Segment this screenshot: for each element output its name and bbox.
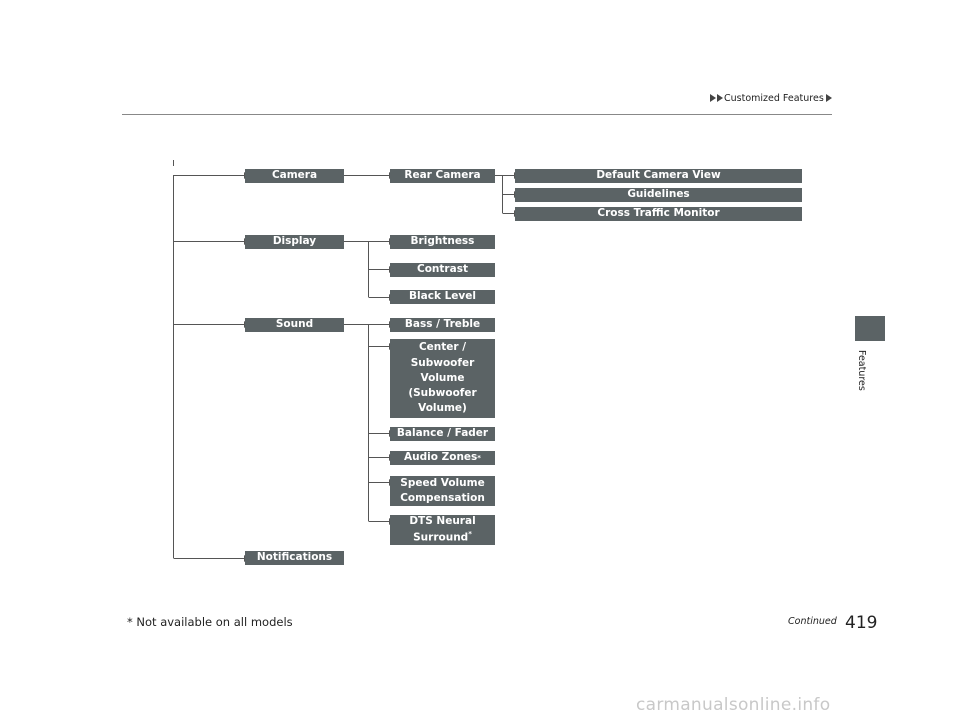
triangle-icon bbox=[710, 94, 716, 102]
footnote-marker: * bbox=[468, 530, 472, 539]
menu-bass-treble[interactable]: Bass / Treble bbox=[390, 318, 495, 332]
triangle-icon bbox=[825, 94, 832, 102]
menu-speed-volume-compensation[interactable]: Speed Volume Compensation bbox=[390, 476, 495, 506]
menu-contrast[interactable]: Contrast bbox=[390, 263, 495, 277]
menu-dts-neural-surround[interactable]: DTS Neural Surround* bbox=[390, 515, 495, 545]
continued-label: Continued bbox=[788, 616, 837, 627]
menu-rear-camera[interactable]: Rear Camera bbox=[390, 169, 495, 183]
header-divider bbox=[122, 114, 832, 115]
breadcrumb-label[interactable]: Customized Features bbox=[724, 93, 824, 104]
menu-camera[interactable]: Camera bbox=[245, 169, 344, 183]
watermark: carmanualsonline.info bbox=[636, 695, 831, 715]
footnote: * Not available on all models bbox=[127, 615, 293, 629]
menu-notifications[interactable]: Notifications bbox=[245, 551, 344, 565]
menu-brightness[interactable]: Brightness bbox=[390, 235, 495, 249]
menu-display[interactable]: Display bbox=[245, 235, 344, 249]
menu-sound[interactable]: Sound bbox=[245, 318, 344, 332]
menu-center-subwoofer-volume[interactable]: Center / Subwoofer Volume (Subwoofer Vol… bbox=[390, 339, 495, 418]
breadcrumb: Customized Features bbox=[710, 93, 833, 104]
footnote-marker: * bbox=[477, 453, 481, 462]
menu-audio-zones[interactable]: Audio Zones* bbox=[390, 451, 495, 465]
section-tab-marker bbox=[855, 316, 885, 341]
page-number: 419 bbox=[845, 613, 878, 633]
triangle-icon bbox=[717, 94, 723, 102]
menu-cross-traffic-monitor[interactable]: Cross Traffic Monitor bbox=[515, 207, 802, 221]
menu-black-level[interactable]: Black Level bbox=[390, 290, 495, 304]
menu-guidelines[interactable]: Guidelines bbox=[515, 188, 802, 202]
menu-default-camera-view[interactable]: Default Camera View bbox=[515, 169, 802, 183]
menu-balance-fader[interactable]: Balance / Fader bbox=[390, 427, 495, 441]
